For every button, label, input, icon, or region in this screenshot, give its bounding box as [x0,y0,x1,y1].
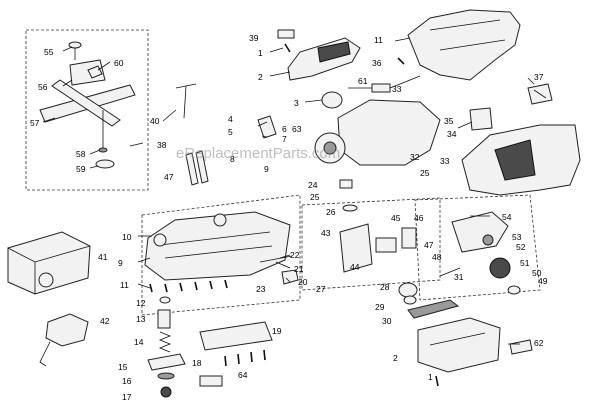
callout-56: 56 [38,82,48,92]
callout-30: 30 [382,316,392,326]
callout-43: 43 [321,228,331,238]
callout-24: 24 [308,180,318,190]
callout-53: 53 [512,232,522,242]
callout-1a: 1 [258,48,263,58]
callout-41: 41 [98,252,108,262]
callout-4: 4 [228,114,233,124]
callout-8: 8 [230,154,235,164]
callout-37: 37 [534,72,544,82]
callout-22: 22 [290,250,300,260]
callout-51: 51 [520,258,530,268]
callout-12: 12 [136,298,146,308]
motor-housing [257,83,441,166]
carry-case [7,231,91,295]
group-outlines [25,29,541,316]
leader-lines [42,37,535,345]
depth-guide-assembly [39,41,136,169]
callout-52: 52 [516,242,526,252]
handle-frame [397,9,521,81]
callout-47a: 47 [164,172,174,182]
callout-7: 7 [282,134,287,144]
callout-33b: 33 [440,156,450,166]
callout-60: 60 [114,58,124,68]
callout-45: 45 [391,213,401,223]
callout-5: 5 [228,127,233,137]
callout-11b: 11 [120,280,129,290]
lever-parts [259,179,353,285]
switch-assembly [527,83,553,105]
callout-34: 34 [447,129,457,139]
callout-36: 36 [372,58,382,68]
callout-40: 40 [150,116,160,126]
callout-18: 18 [192,358,202,368]
callout-33a: 33 [392,84,402,94]
rear-handle [461,107,581,196]
callout-35: 35 [444,116,454,126]
callout-59: 59 [76,164,86,174]
handle-cover [277,29,361,81]
callout-63: 63 [292,124,302,134]
callout-31: 31 [454,272,464,282]
callout-21: 21 [294,264,304,274]
callout-38: 38 [157,140,167,150]
callout-19: 19 [272,326,282,336]
callout-2a: 2 [258,72,263,82]
callout-11a: 11 [374,35,383,45]
armature [451,211,521,295]
callout-3: 3 [294,98,299,108]
callout-9b: 9 [118,258,123,268]
callout-27: 27 [316,284,326,294]
planer-base [144,211,291,293]
callout-20: 20 [298,277,308,287]
callout-42: 42 [100,316,110,326]
callout-47b: 47 [424,240,434,250]
callout-48: 48 [432,252,442,262]
callout-28: 28 [380,282,390,292]
callout-17: 17 [122,392,132,402]
belt-guard [417,317,533,387]
callout-39: 39 [249,33,259,43]
watermark: eReplacementParts.com [176,145,340,162]
callout-25b: 25 [310,192,320,202]
callout-23: 23 [256,284,266,294]
callout-14: 14 [134,337,144,347]
callout-9a: 9 [264,164,269,174]
callout-62: 62 [534,338,544,348]
callout-6: 6 [282,124,287,134]
callout-55: 55 [44,47,54,57]
callout-29: 29 [375,302,385,312]
callout-54: 54 [502,212,512,222]
callout-10: 10 [122,232,132,242]
dust-bag [39,313,89,367]
callout-25a: 25 [420,168,430,178]
depth-knob-stack [147,296,186,398]
callout-61: 61 [358,76,368,86]
callout-32: 32 [410,152,420,162]
callout-58: 58 [76,149,86,159]
callout-numbers: 55 60 56 57 58 59 38 40 47 39 1 2 3 61 4… [30,33,548,402]
callout-49: 49 [538,276,548,286]
cutterhead-group [339,204,417,273]
hex-key [175,83,197,119]
callout-15: 15 [118,362,128,372]
callout-50: 50 [532,268,542,278]
callout-64: 64 [238,370,248,380]
callout-57: 57 [30,118,40,128]
callout-44: 44 [350,262,360,272]
callout-16: 16 [122,376,132,386]
callout-46: 46 [414,213,424,223]
drive-belt-assembly [398,282,460,319]
callout-2b: 2 [393,353,398,363]
callout-13: 13 [136,314,146,324]
rear-shoe [199,321,273,387]
callout-26: 26 [326,207,336,217]
callout-1b: 1 [428,372,433,382]
blade-strips [185,150,209,186]
